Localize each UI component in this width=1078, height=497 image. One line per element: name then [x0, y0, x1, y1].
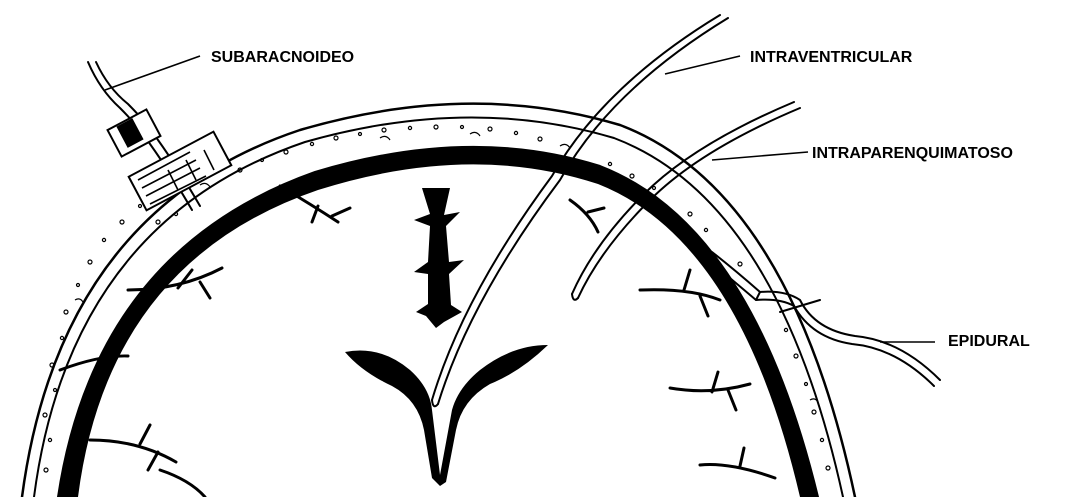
- label-intraparenchymal: INTRAPARENQUIMATOSO: [812, 145, 1013, 162]
- brain: [60, 186, 775, 497]
- label-intraventricular: INTRAVENTRICULAR: [750, 49, 913, 66]
- subarachnoid-bolt: [108, 109, 232, 210]
- interhemispheric-fissure: [414, 188, 464, 328]
- leader-intraventricular: [665, 56, 740, 74]
- label-epidural: EPIDURAL: [948, 333, 1030, 350]
- leader-intraparenchymal: [712, 152, 808, 160]
- lateral-ventricles: [345, 345, 548, 486]
- label-subarachnoid: SUBARACNOIDEO: [211, 49, 354, 66]
- sulci: [60, 186, 775, 497]
- leader-subarachnoid: [105, 56, 200, 90]
- leader-lines: [105, 56, 935, 342]
